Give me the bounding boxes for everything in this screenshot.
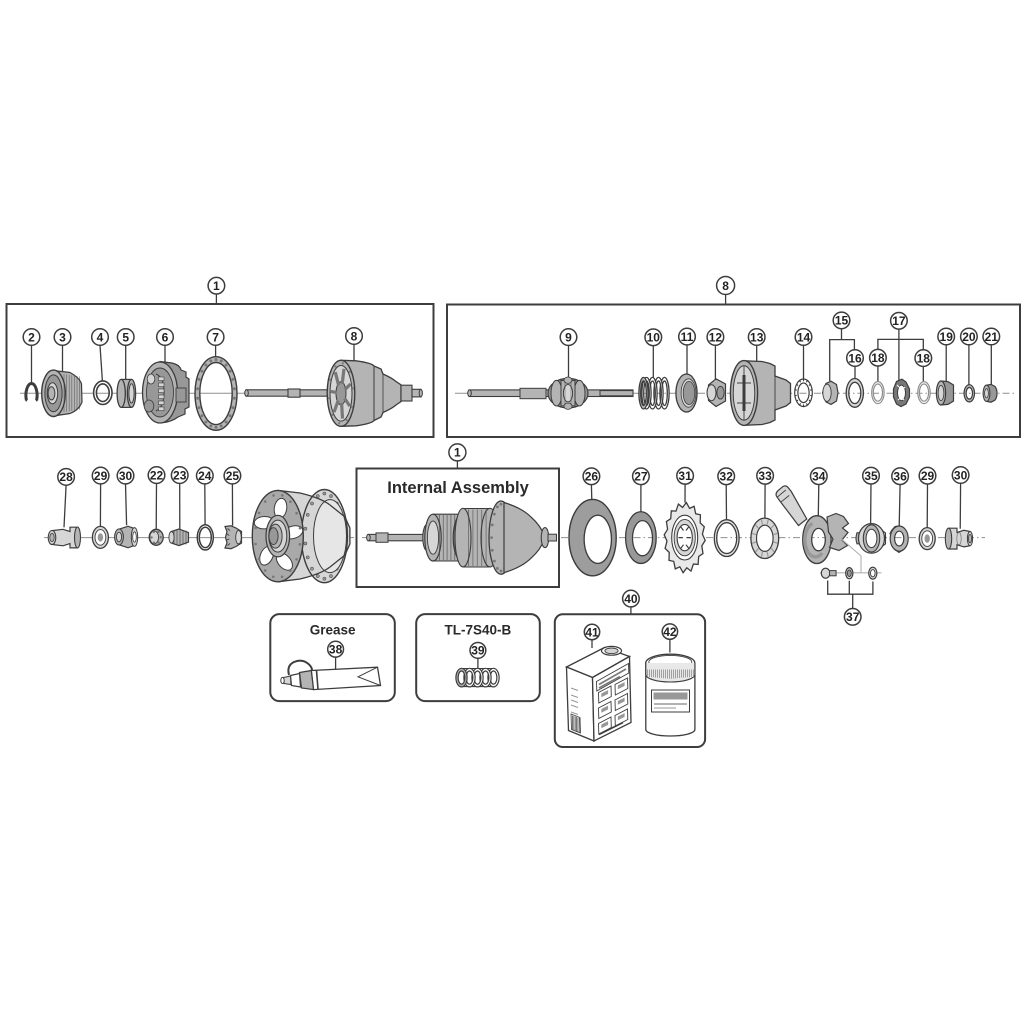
svg-text:21: 21 xyxy=(985,330,999,344)
svg-text:37: 37 xyxy=(846,610,860,624)
svg-text:23: 23 xyxy=(173,468,187,482)
svg-text:9: 9 xyxy=(565,330,572,344)
svg-text:34: 34 xyxy=(812,470,826,484)
svg-text:TL-7S40-B: TL-7S40-B xyxy=(445,623,512,638)
svg-text:33: 33 xyxy=(758,469,772,483)
svg-text:Internal Assembly: Internal Assembly xyxy=(387,479,529,497)
svg-text:16: 16 xyxy=(848,351,862,365)
svg-text:5: 5 xyxy=(122,330,129,344)
svg-text:13: 13 xyxy=(750,330,764,344)
svg-text:36: 36 xyxy=(893,470,907,484)
svg-text:12: 12 xyxy=(709,330,723,344)
svg-text:8: 8 xyxy=(722,279,729,293)
svg-text:2: 2 xyxy=(28,330,35,344)
svg-text:32: 32 xyxy=(720,470,734,484)
svg-text:28: 28 xyxy=(59,470,73,484)
svg-text:25: 25 xyxy=(226,469,240,483)
svg-text:27: 27 xyxy=(634,470,648,484)
svg-text:20: 20 xyxy=(962,330,976,344)
svg-text:19: 19 xyxy=(940,330,954,344)
svg-text:11: 11 xyxy=(681,330,694,344)
svg-text:Grease: Grease xyxy=(310,623,356,638)
svg-text:31: 31 xyxy=(678,469,692,483)
svg-text:39: 39 xyxy=(471,644,485,658)
svg-text:14: 14 xyxy=(797,330,811,344)
svg-text:29: 29 xyxy=(94,469,108,483)
svg-text:18: 18 xyxy=(917,351,931,365)
svg-text:30: 30 xyxy=(954,468,968,482)
svg-text:6: 6 xyxy=(162,330,169,344)
svg-text:15: 15 xyxy=(835,314,849,328)
svg-text:24: 24 xyxy=(198,469,212,483)
svg-text:17: 17 xyxy=(892,314,906,328)
svg-text:3: 3 xyxy=(59,330,66,344)
svg-text:42: 42 xyxy=(663,625,677,639)
svg-text:41: 41 xyxy=(585,625,599,639)
svg-text:4: 4 xyxy=(97,330,104,344)
svg-text:8: 8 xyxy=(351,329,358,343)
svg-text:35: 35 xyxy=(864,469,878,483)
svg-text:1: 1 xyxy=(454,446,461,460)
svg-text:1: 1 xyxy=(213,279,220,293)
svg-text:18: 18 xyxy=(871,351,885,365)
svg-text:38: 38 xyxy=(329,643,343,657)
svg-text:7: 7 xyxy=(212,330,219,344)
svg-text:26: 26 xyxy=(585,470,599,484)
svg-text:22: 22 xyxy=(150,468,164,482)
svg-text:29: 29 xyxy=(921,469,935,483)
svg-text:40: 40 xyxy=(624,592,638,606)
svg-text:10: 10 xyxy=(647,331,661,345)
svg-text:30: 30 xyxy=(119,469,133,483)
